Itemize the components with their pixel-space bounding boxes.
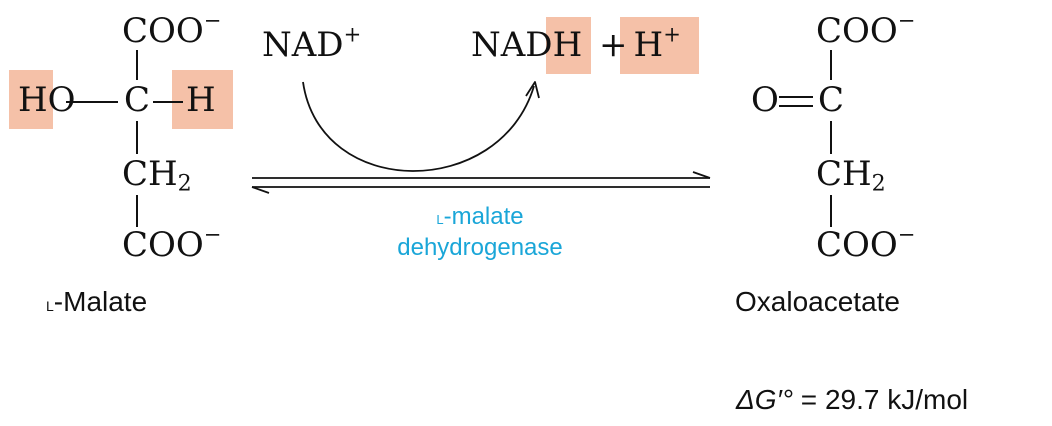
delta-g-symbol: ΔG′° [736, 384, 794, 415]
proton-highlight [620, 17, 699, 74]
malate-bond-left [66, 101, 118, 103]
oxaloacetate-double-bond-upper [779, 96, 813, 98]
malate-name: L-Malate [46, 286, 148, 317]
malate-alpha-carbon: C [124, 80, 151, 120]
nadh-h-highlight [546, 17, 591, 74]
oxaloacetate-top-carboxylate: COO− [816, 7, 916, 51]
nad-plus: NAD+ [262, 21, 362, 65]
malate-alpha-h-highlight [172, 70, 233, 129]
malate-methylene: CH2 [122, 154, 192, 197]
malate-bond-top [136, 50, 138, 80]
oxaloacetate-carbonyl-carbon: C [818, 80, 845, 120]
cofactor-curved-arrow [302, 81, 535, 172]
malate-bond-right [153, 101, 183, 103]
oxaloacetate-bottom-carboxylate: COO− [816, 221, 916, 265]
reverse-arrowhead [251, 186, 270, 194]
malate-hydroxyl-h-highlight [9, 70, 53, 129]
cofactor-arrowhead [525, 81, 540, 99]
free-energy-change: ΔG′° = 29.7 kJ/mol [736, 384, 969, 415]
malate-hydroxyl: HO [18, 80, 76, 120]
forward-arrowhead [692, 171, 711, 179]
oxaloacetate-bond-bottom [830, 195, 832, 227]
oxaloacetate-bond-middle [830, 121, 832, 154]
oxaloacetate-double-bond-lower [779, 105, 813, 107]
malate-bond-bottom [136, 195, 138, 227]
malate-bond-middle [136, 121, 138, 154]
malate-bottom-carboxylate: COO− [122, 221, 222, 265]
oxaloacetate-keto-oxygen: O [751, 80, 779, 120]
nadh-plus-proton: NADH +H+ [471, 21, 681, 65]
oxaloacetate-bond-top [830, 50, 832, 80]
oxaloacetate-name: Oxaloacetate [735, 286, 900, 317]
oxaloacetate-methylene: CH2 [816, 154, 886, 197]
malate-alpha-hydrogen: H [186, 80, 216, 120]
enzyme-label: L-malate dehydrogenase [397, 203, 563, 261]
malate-top-carboxylate: COO− [122, 7, 222, 51]
